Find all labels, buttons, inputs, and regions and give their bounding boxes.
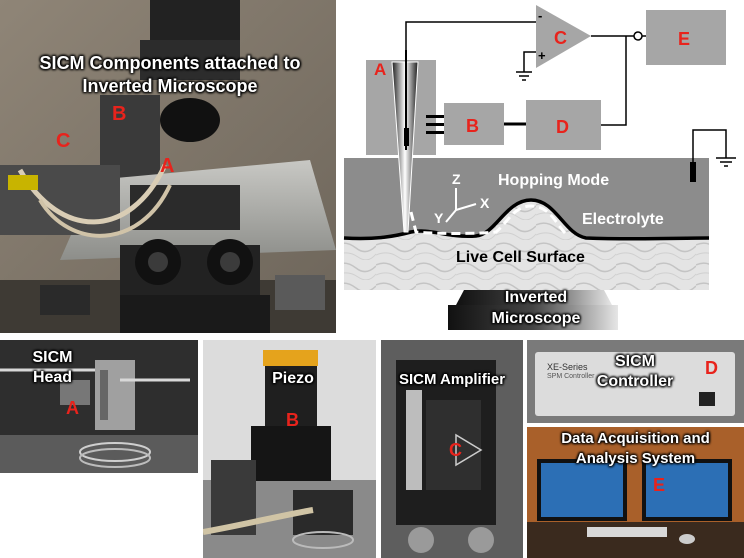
main-label-a: A [160,155,175,177]
panel-daq: Data Acquisition and Analysis System E [527,427,744,558]
piezo-title: Piezo [272,370,314,387]
amplifier-title: SICM Amplifier [398,371,506,388]
block-d [526,100,601,150]
minus-sign: - [538,8,542,23]
daq-letter: E [653,475,666,495]
microscope-label: Inverted Microscope [491,289,581,327]
piezo-letter: B [286,410,299,430]
daq-photo [527,427,744,558]
amplifier-photo [381,340,523,558]
microscope-stand-top [456,290,612,305]
controller-photo [527,340,744,423]
main-caption: SICM Components attached to Inverted Mic… [39,53,301,96]
schematic-diagram: A B C D E - + Z X Y Hopping Mode Electro… [336,0,744,333]
block-e [646,10,726,65]
plus-sign: + [538,48,546,63]
label-d: D [556,117,569,137]
panel-sicm-head: SICM Head A [0,340,198,473]
electrolyte-label: Electrolyte [582,211,664,228]
hopping-path [409,204,568,236]
main-label-b: B [112,103,127,125]
axis-x: X [480,195,490,211]
sicm-schematic: A B C D E - + Z X Y Hopping Mode Electro… [336,0,744,333]
piezo-photo [203,340,376,558]
label-e: E [678,29,690,49]
panel-amplifier: SICM Amplifier C [381,340,523,558]
microscope-stand-base [448,305,618,330]
axis-z: Z [452,171,461,187]
amplifier-letter: C [449,440,462,460]
cell-layer [344,200,709,290]
label-b: B [466,116,479,136]
surface-label: Live Cell Surface [456,249,585,266]
controller-brand: XE-Series [547,362,588,372]
head-letter: A [66,398,79,418]
block-b [444,103,504,145]
controller-sub: SPM Controller [547,373,595,380]
head-photo [0,340,198,473]
label-c: C [554,28,567,48]
main-label-c: C [56,130,71,152]
cell-surface-line [343,198,710,241]
microscope-illustration [0,0,336,333]
controller-letter: D [705,358,718,378]
panel-controller: XE-Series SPM Controller SICM Controller… [527,340,744,423]
daq-title: Data Acquisition and Analysis System [561,430,710,467]
main-microscope-photo: SICM Components attached to Inverted Mic… [0,0,336,333]
amplifier-c [536,5,591,68]
head-title: SICM Head [32,349,73,386]
panel-piezo: Piezo B [203,340,376,558]
controller-title: SICM Controller [596,353,674,390]
axis-y: Y [434,210,444,226]
mode-label: Hopping Mode [498,172,609,189]
label-a: A [374,60,386,79]
